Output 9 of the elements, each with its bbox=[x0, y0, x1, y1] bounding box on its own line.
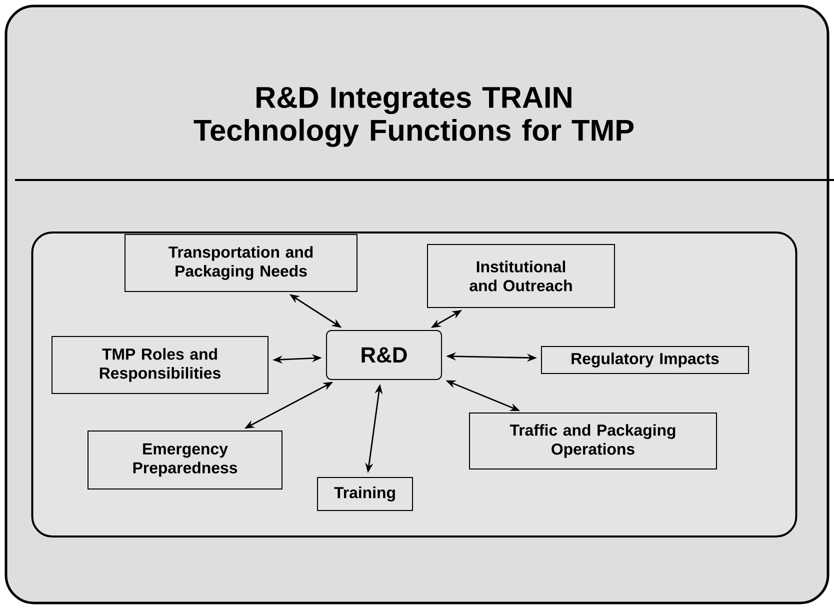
function-box: Regulatory Impacts bbox=[541, 346, 749, 374]
function-box: Institutional and Outreach bbox=[427, 244, 615, 308]
hub-box: R&D bbox=[326, 330, 442, 380]
function-box: Traffic and Packaging Operations bbox=[469, 412, 717, 470]
function-box: Emergency Preparedness bbox=[88, 430, 282, 490]
function-box: Training bbox=[317, 477, 413, 511]
function-box: Transportation and Packaging Needs bbox=[124, 234, 358, 292]
function-box: TMP Roles and Responsibilities bbox=[52, 336, 268, 394]
slide-title: R&D Integrates TRAIN Technology Functions for TMP bbox=[194, 87, 634, 147]
